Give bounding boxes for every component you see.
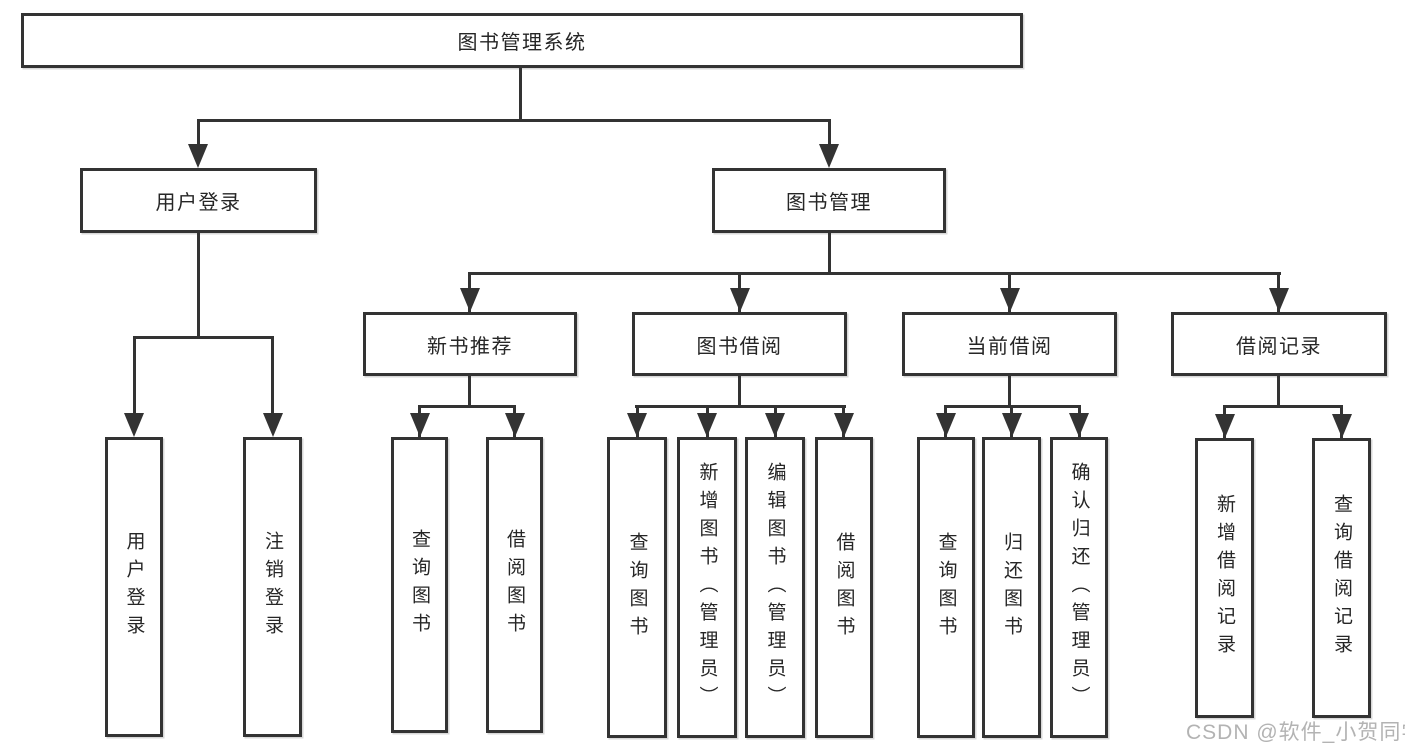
- connector-group-stem: [1277, 376, 1280, 405]
- leaf-label: 查询图书: [935, 531, 957, 644]
- node-label: 图书借阅: [696, 335, 783, 358]
- node-label: 借阅记录: [1236, 335, 1322, 358]
- node-current-borrow: 当前借阅: [902, 312, 1117, 376]
- arrow-down-icon: [627, 413, 647, 437]
- node-label: 新书推荐: [427, 335, 513, 358]
- leaf-label: 注销登录: [262, 531, 283, 643]
- connector-level2-rail: [197, 119, 831, 122]
- arrow-down-icon: [819, 144, 839, 168]
- leaf-label: 查询图书: [409, 529, 430, 641]
- arrow-down-icon: [1332, 414, 1352, 438]
- leaf-label: 查询借阅记录: [1331, 494, 1352, 662]
- connector-user-stem: [197, 233, 200, 336]
- arrow-down-icon: [410, 413, 430, 437]
- leaf-add-books-admin: 新增图书（管理员）: [677, 437, 737, 738]
- connector-group-stem: [738, 376, 741, 405]
- leaf-confirm-return-admin: 确认归还（管理员）: [1050, 437, 1108, 738]
- leaf-label: 借阅图书: [504, 529, 525, 641]
- leaf-borrow-books: 借阅图书: [815, 437, 873, 738]
- connector-drop: [271, 336, 274, 416]
- arrow-down-icon: [765, 413, 785, 437]
- connector-root-stem: [519, 68, 522, 119]
- arrow-down-icon: [697, 413, 717, 437]
- leaf-edit-books-admin: 编辑图书（管理员）: [745, 437, 805, 738]
- connector-drop: [197, 119, 200, 149]
- leaf-label: 确认归还（管理员）: [1068, 461, 1090, 714]
- arrow-down-icon: [1000, 288, 1020, 312]
- node-label: 当前借阅: [966, 335, 1053, 358]
- arrow-down-icon: [460, 288, 480, 312]
- leaf-label: 借阅图书: [833, 531, 855, 644]
- leaf-return-books: 归还图书: [982, 437, 1041, 738]
- arrow-down-icon: [936, 413, 956, 437]
- connector-drop: [828, 119, 831, 149]
- arrow-down-icon: [188, 144, 208, 168]
- connector-group-stem: [1008, 376, 1011, 405]
- arrow-down-icon: [263, 413, 283, 437]
- leaf-label: 编辑图书（管理员）: [764, 461, 786, 714]
- connector-drop: [133, 336, 136, 416]
- leaf-label: 归还图书: [1001, 531, 1022, 644]
- arrow-down-icon: [505, 413, 525, 437]
- node-root-label: 图书管理系统: [457, 32, 587, 54]
- leaf-query-books: 查询图书: [607, 437, 667, 738]
- node-book-borrow: 图书借阅: [632, 312, 847, 376]
- leaf-query-borrow-record: 查询借阅记录: [1312, 438, 1371, 718]
- arrow-down-icon: [730, 288, 750, 312]
- leaf-query-books: 查询图书: [391, 437, 448, 733]
- arrow-down-icon: [1069, 413, 1089, 437]
- node-new-book-recommend: 新书推荐: [363, 312, 577, 376]
- leaf-query-books: 查询图书: [917, 437, 975, 738]
- leaf-label: 用户登录: [123, 531, 145, 643]
- node-book-management: 图书管理: [712, 168, 946, 233]
- connector-level3-rail: [468, 272, 1281, 275]
- leaf-label: 新增图书（管理员）: [696, 461, 718, 714]
- node-root-system: 图书管理系统: [21, 13, 1023, 68]
- node-user-login-label: 用户登录: [155, 192, 242, 214]
- leaf-add-borrow-record: 新增借阅记录: [1195, 438, 1254, 718]
- leaf-borrow-books: 借阅图书: [486, 437, 543, 733]
- leaf-user-login: 用户登录: [105, 437, 163, 737]
- node-user-login: 用户登录: [80, 168, 317, 233]
- arrow-down-icon: [1002, 413, 1022, 437]
- leaf-label: 查询图书: [626, 531, 648, 644]
- connector-group-rail: [1223, 405, 1343, 408]
- connector-book-stem: [828, 233, 831, 272]
- connector-user-rail: [133, 336, 274, 339]
- csdn-watermark: CSDN @软件_小贺同学: [1186, 721, 1405, 744]
- node-borrow-records: 借阅记录: [1171, 312, 1387, 376]
- arrow-down-icon: [124, 413, 144, 437]
- arrow-down-icon: [1269, 288, 1289, 312]
- leaf-label: 新增借阅记录: [1214, 494, 1235, 662]
- connector-group-rail: [635, 405, 846, 408]
- connector-group-rail: [418, 405, 516, 408]
- arrow-down-icon: [1215, 414, 1235, 438]
- connector-group-stem: [468, 376, 471, 405]
- node-book-management-label: 图书管理: [786, 192, 872, 214]
- leaf-logout: 注销登录: [243, 437, 302, 737]
- arrow-down-icon: [834, 413, 854, 437]
